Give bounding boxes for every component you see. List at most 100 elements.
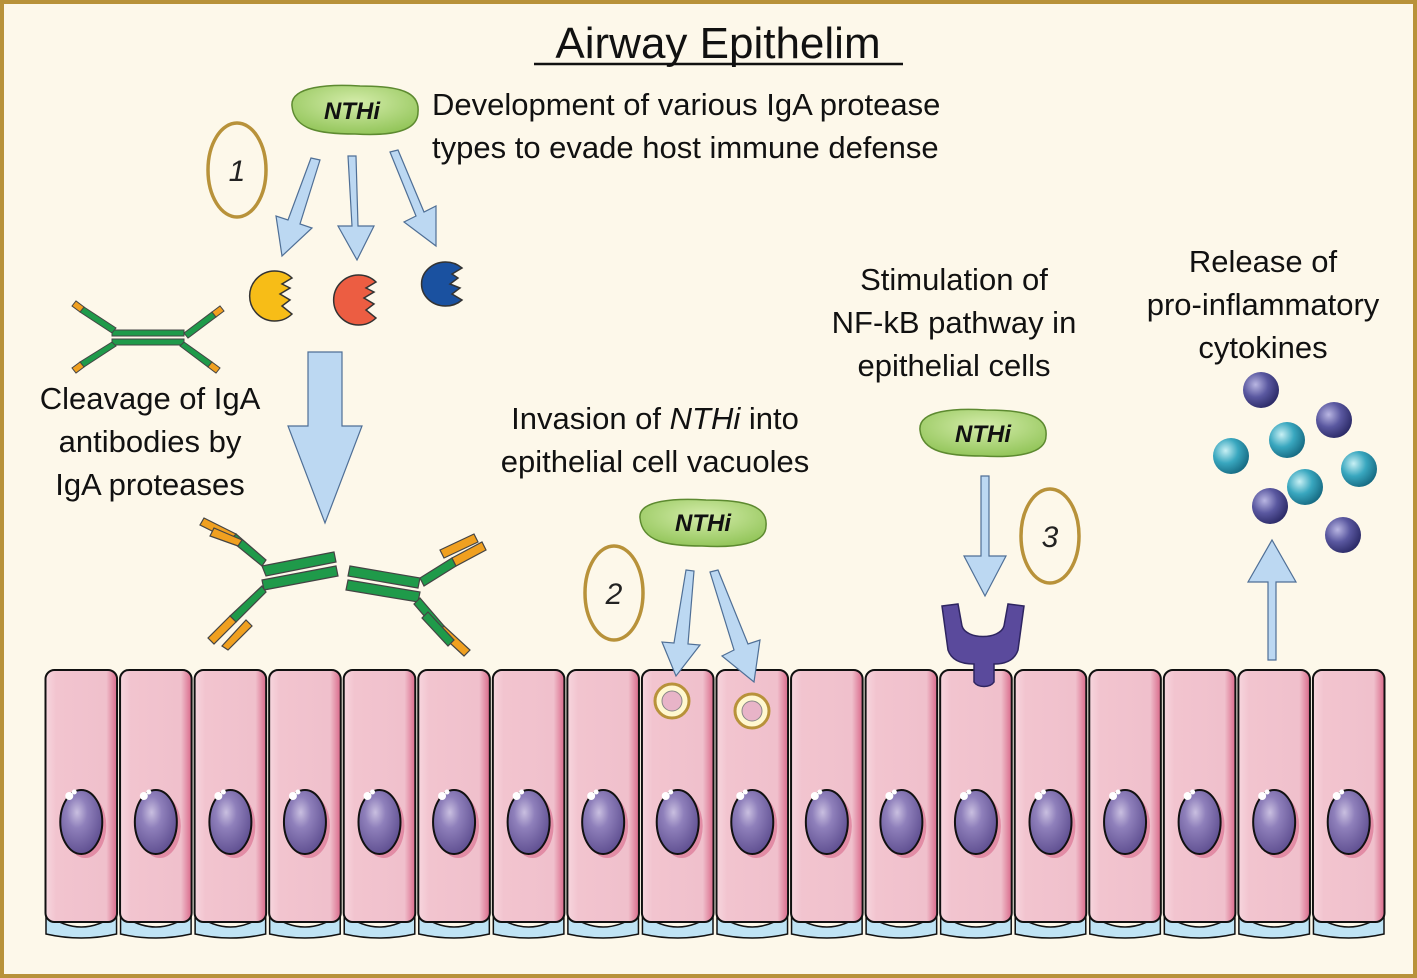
iga-protease-yellow-icon [248,270,294,322]
basal-membrane [1312,912,1385,939]
basal-membrane [1238,912,1311,939]
epithelial-cell [1311,669,1386,939]
nucleus-icon [133,789,178,855]
nucleus-icon [1326,789,1371,855]
iga-protease-red-icon [332,274,378,326]
basal-membrane [492,912,565,939]
basal-membrane [641,912,714,939]
cytokine-molecules [1213,372,1377,553]
cytokine-icon [1213,438,1249,474]
intact-iga-antibody-icon [71,300,225,374]
svg-text:3: 3 [1042,521,1059,554]
basal-membrane [119,912,192,939]
nucleus-icon [804,789,849,855]
svg-text:NTHi: NTHi [324,98,381,125]
arrow-to-vacuole-1 [661,569,702,678]
basal-membrane [567,912,640,939]
epithelial-cell [268,669,342,939]
nucleus-icon [879,789,924,855]
nucleus-icon [1028,789,1073,855]
basal-membrane [790,912,863,939]
epithelial-cell [119,669,193,939]
cleavage-arrow [287,351,363,525]
epithelial-cell-layer [44,669,1386,939]
cytokine-icon [1243,372,1279,408]
nucleus-icon [506,789,551,855]
svg-text:NTHi: NTHi [955,421,1012,448]
nucleus-icon [59,789,104,855]
svg-text:1: 1 [229,155,246,188]
cleaved-antibody-right-icon [345,533,487,657]
step2-caption-line1: Invasion of NTHi into [511,401,799,436]
vacuole-with-nthi-1 [653,682,691,720]
cytokines-caption-line1: Release of [1189,244,1338,279]
diagram-title: Airway Epithelim [555,19,880,68]
nucleus-icon [953,789,998,855]
cleavage-caption-line2: antibodies by [59,424,242,459]
basal-membrane [1163,912,1236,939]
nthi-bacterium-1: NTHi [291,84,419,136]
cleavage-caption-line1: Cleavage of IgA [40,381,261,416]
cytokines-caption-line2: pro-inflammatory [1147,287,1380,322]
arrow-to-vacuole-2 [709,569,761,684]
cleavage-caption-line3: IgA proteases [55,467,245,502]
basal-membrane [1014,912,1087,939]
step-1-badge: 1 [206,121,268,219]
arrow-to-protease-red [336,155,375,262]
arrow-to-protease-blue [389,149,437,248]
epithelial-cell [790,669,864,939]
arrow-to-protease-yellow [275,157,321,258]
epithelial-cell [491,669,566,939]
cytokine-icon [1252,488,1288,524]
nucleus-icon [655,789,700,855]
nucleus-icon [1103,789,1148,855]
epithelial-cell [939,669,1013,939]
svg-text:NTHi: NTHi [675,510,732,537]
cytokine-release-arrow [1246,538,1298,661]
vacuole-with-nthi-2 [733,692,771,730]
epithelial-cell [864,669,939,939]
basal-membrane [716,912,789,939]
cytokine-icon [1316,402,1352,438]
step-2-badge: 2 [583,544,645,642]
epithelial-cell [342,669,417,939]
nthi-bacterium-2: NTHi [639,498,767,548]
step3-caption-line1: Stimulation of [860,262,1048,297]
nucleus-icon [282,789,327,855]
cleaved-antibody-left-icon [199,517,339,651]
step3-caption-line3: epithelial cells [858,348,1051,383]
nthi-bacterium-3: NTHi [919,408,1047,458]
epithelial-cell [44,669,119,939]
receptor-icon [941,603,1025,688]
epithelial-cell [1237,669,1311,939]
cytokine-icon [1341,451,1377,487]
basal-membrane [939,912,1012,939]
arrow-to-receptor [963,475,1007,598]
nucleus-icon [432,789,477,855]
step2-caption-line2: epithelial cell vacuoles [501,444,809,479]
nucleus-icon [730,789,775,855]
basal-membrane [45,912,118,939]
basal-membrane [194,912,267,939]
basal-membrane [268,912,341,939]
nucleus-icon [581,789,626,855]
nucleus-icon [1177,789,1222,855]
basal-membrane [865,912,938,939]
svg-text:2: 2 [605,578,623,611]
nucleus-icon [1252,789,1297,855]
cytokine-icon [1269,422,1305,458]
nucleus-icon [208,789,253,855]
step1-caption-line1: Development of various IgA protease [432,87,940,122]
basal-membrane [418,912,491,939]
cytokine-icon [1325,517,1361,553]
epithelial-cell [1162,669,1237,939]
iga-protease-blue-icon [420,261,464,307]
nucleus-icon [357,789,402,855]
step3-caption-line2: NF-kB pathway in [832,305,1077,340]
epithelial-cell [566,669,640,939]
epithelial-cell [1013,669,1088,939]
step1-caption-line2: types to evade host immune defense [432,130,939,165]
cytokine-icon [1287,469,1323,505]
basal-membrane [343,912,416,939]
